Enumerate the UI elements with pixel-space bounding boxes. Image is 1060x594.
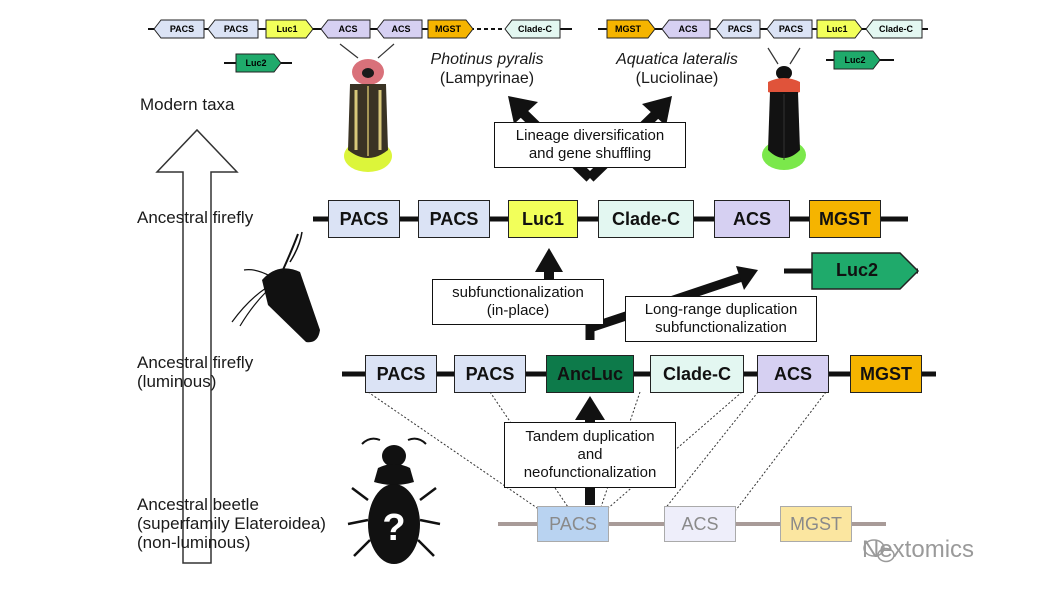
box-line: Tandem duplication: [525, 428, 655, 445]
gene-mgst: MGST: [809, 200, 881, 238]
species-aquatica: Aquatica lateralis (Luciolinae): [598, 50, 756, 88]
species-photinus: Photinus pyralis (Lampyrinae): [412, 50, 562, 88]
luc2-gene-shape: [811, 252, 920, 290]
label-ancestral-firefly: Ancestral firefly: [137, 208, 254, 227]
gene-pacs: PACS: [418, 200, 490, 238]
long-range-duplication-box: Long-range duplication subfunctionalizat…: [625, 296, 817, 342]
box-line: Lineage diversification: [515, 127, 665, 144]
species-subfamily: (Lampyrinae): [439, 70, 535, 87]
photinus-gene-labels: PACS PACS Luc1 ACS ACS MGST Clade-C Luc2: [170, 24, 553, 68]
gene-acs: ACS: [757, 355, 829, 393]
gene-label: Clade-C: [879, 24, 914, 34]
label-line: (non-luminous): [137, 533, 251, 552]
time-axis-arrow: [155, 128, 239, 564]
gene-label: ACS: [338, 24, 357, 34]
subfunctionalization-box: subfunctionalization (in-place): [432, 279, 604, 325]
box-line: (in-place): [486, 302, 550, 319]
box-line: Long-range duplication: [644, 301, 798, 318]
box-line: subfunctionalization: [452, 284, 584, 301]
gene-clade-c: Clade-C: [650, 355, 744, 393]
label-ancestral-beetle: Ancestral beetle (superfamily Elateroide…: [137, 495, 326, 552]
gene-acs-ancestral: ACS: [664, 506, 736, 542]
gene-label: MGST: [615, 24, 642, 34]
species-subfamily: (Luciolinae): [635, 70, 719, 87]
gene-acs: ACS: [714, 200, 790, 238]
label-line: (superfamily Elateroidea): [137, 514, 326, 533]
lineage-diversification-box: Lineage diversification and gene shuffli…: [494, 122, 686, 168]
beetle-silhouette-icon: [347, 437, 441, 564]
gene-pacs-ancestral: PACS: [537, 506, 609, 542]
label-line: Ancestral beetle: [137, 495, 259, 514]
tandem-duplication-box: Tandem duplication and neofunctionalizat…: [504, 422, 676, 488]
gene-mgst-ancestral: MGST: [780, 506, 852, 542]
wechat-icon: [863, 539, 895, 563]
gene-luc2-label: Luc2: [835, 260, 878, 280]
gene-label: ACS: [391, 24, 410, 34]
label-line: (luminous): [137, 372, 217, 391]
species-name: Photinus pyralis: [430, 51, 544, 68]
gene-label: Luc2: [844, 55, 865, 65]
gene-pacs: PACS: [365, 355, 437, 393]
gene-label: PACS: [728, 24, 752, 34]
gene-pacs: PACS: [328, 200, 400, 238]
gene-label: ACS: [678, 24, 697, 34]
long-range-duplication-arrow: [585, 266, 758, 340]
gene-ancluc: AncLuc: [546, 355, 634, 393]
gene-label: Luc1: [826, 24, 847, 34]
aquatica-gene-row: [598, 19, 928, 70]
firefly-photinus-icon: [339, 43, 395, 172]
gene-pacs: PACS: [454, 355, 526, 393]
species-name: Aquatica lateralis: [616, 51, 738, 68]
gene-clade-c: Clade-C: [598, 200, 694, 238]
box-line: neofunctionalization: [523, 464, 657, 481]
question-mark: ?: [382, 507, 405, 549]
photinus-gene-row: [148, 19, 572, 73]
label-ancestral-firefly-luminous: Ancestral firefly (luminous): [137, 353, 253, 391]
gene-label: Luc1: [276, 24, 297, 34]
gene-label: MGST: [435, 24, 462, 34]
moth-silhouette-icon: [231, 231, 320, 343]
gene-label: PACS: [170, 24, 194, 34]
label-modern-taxa: Modern taxa: [140, 95, 235, 114]
gene-label: PACS: [779, 24, 803, 34]
aquatica-gene-labels: MGST ACS PACS PACS Luc1 Clade-C Luc2: [615, 24, 913, 65]
box-line: and: [577, 446, 603, 463]
gene-luc1: Luc1: [508, 200, 578, 238]
firefly-aquatica-icon: [762, 47, 806, 170]
gene-label: PACS: [224, 24, 248, 34]
label-line: Ancestral firefly: [137, 353, 254, 372]
homology-connectors: [367, 391, 827, 511]
gene-label: Clade-C: [518, 24, 553, 34]
gene-label: Luc2: [245, 58, 266, 68]
watermark: Nextomics: [862, 536, 975, 563]
box-line: subfunctionalization: [655, 319, 787, 336]
gene-mgst: MGST: [850, 355, 922, 393]
box-line: and gene shuffling: [528, 145, 652, 162]
